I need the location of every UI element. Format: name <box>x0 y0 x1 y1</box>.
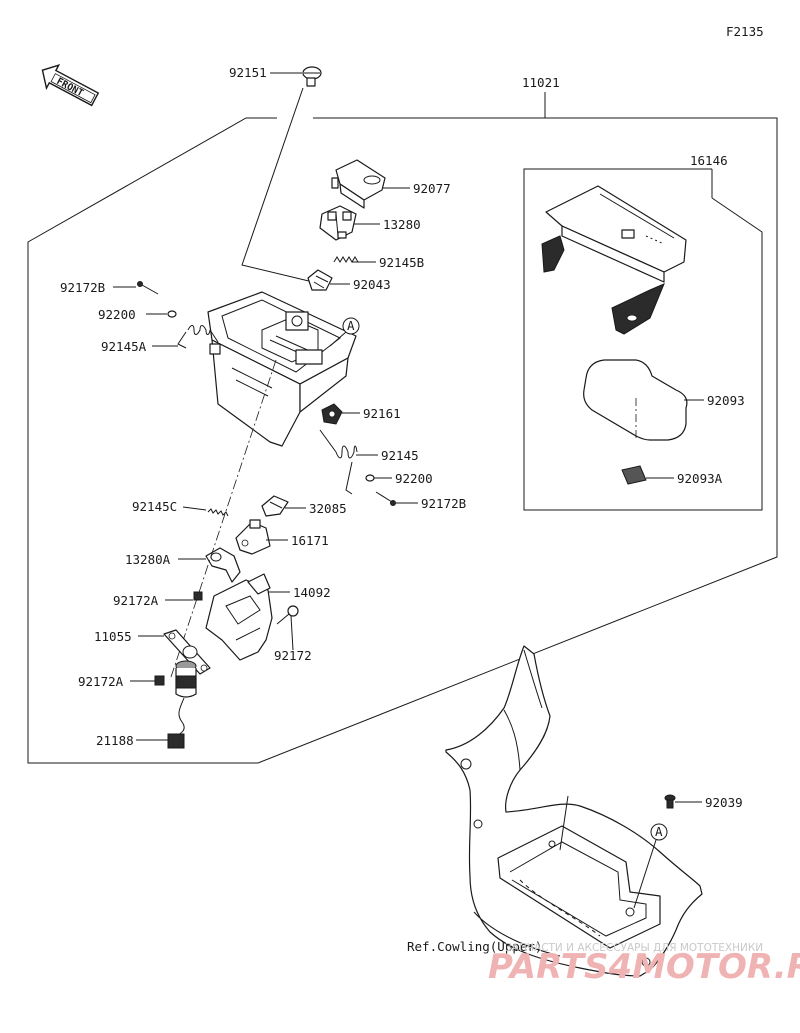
label-92043: 92043 <box>353 277 391 292</box>
sub-assembly-number-label: 16146 <box>690 153 728 168</box>
spring-92145B-icon <box>333 256 359 263</box>
label-92161: 92161 <box>363 406 401 421</box>
clip-32085-icon <box>261 495 289 517</box>
front-arrow-icon: FRONT <box>41 64 100 107</box>
assembly-number-label: 11021 <box>522 75 560 90</box>
label-92200-mid: 92200 <box>395 471 433 486</box>
latch-13280-icon <box>319 205 357 241</box>
label-92145B: 92145B <box>379 255 424 270</box>
actuator-21188-icon <box>167 660 197 749</box>
clip-92039-icon <box>664 794 676 809</box>
screw-92172B-top-icon <box>137 281 159 295</box>
cowling-upper-icon <box>445 645 703 977</box>
callout-a-marker-cowling <box>650 823 668 841</box>
label-92145C: 92145C <box>132 499 177 514</box>
label-92093: 92093 <box>707 393 745 408</box>
label-92093A: 92093A <box>677 471 723 486</box>
label-92172A-bottom: 92172A <box>78 674 124 689</box>
callout-a-label: A <box>347 318 355 333</box>
main-housing-icon <box>207 291 357 447</box>
cap-92077-icon <box>331 159 386 209</box>
callout-a-marker <box>342 317 360 335</box>
label-92145A: 92145A <box>101 339 147 354</box>
label-92172: 92172 <box>274 648 312 663</box>
sub-assembly-frame <box>523 168 763 511</box>
label-92039: 92039 <box>705 795 743 810</box>
label-92200-top: 92200 <box>98 307 136 322</box>
screw-92172B-mid-icon <box>375 491 396 506</box>
lid-16146-icon <box>541 185 687 335</box>
label-11055: 11055 <box>94 629 132 644</box>
label-92172B-mid: 92172B <box>421 496 466 511</box>
bolt-92151-icon <box>302 66 322 87</box>
label-92077: 92077 <box>413 181 451 196</box>
label-13280: 13280 <box>383 217 421 232</box>
label-21188: 21188 <box>96 733 134 748</box>
bushing-92161-icon <box>321 403 343 425</box>
lever-16171-icon <box>235 519 271 555</box>
screw-92172A-top-icon <box>193 591 203 601</box>
hook-13280A-icon <box>205 547 241 583</box>
callout-a-label-cowling: A <box>655 824 663 839</box>
watermark-line1: ЗАПЧАСТИ И АКСЕССУАРЫ ДЛЯ МОТОТЕХНИКИ <box>505 942 763 954</box>
spring-92145C-icon <box>207 508 229 517</box>
label-92145: 92145 <box>381 448 419 463</box>
bracket-14092-icon <box>205 573 273 661</box>
pin-92043-icon <box>307 269 333 291</box>
watermark-line2: PARTS4MOTOR.RU <box>488 947 800 987</box>
screw-92172A-bottom-icon <box>154 675 165 686</box>
center-line <box>169 359 277 681</box>
spring-92145-icon <box>319 429 358 495</box>
washer-92200-mid-icon <box>365 474 375 482</box>
label-92172B-top: 92172B <box>60 280 105 295</box>
label-14092: 14092 <box>293 585 331 600</box>
label-92172A-top: 92172A <box>113 593 159 608</box>
label-92151: 92151 <box>229 65 267 80</box>
washer-92200-top-icon <box>167 310 177 318</box>
screw-92172-icon <box>276 605 299 625</box>
label-13280A: 13280A <box>125 552 171 567</box>
figure-code: F2135 <box>726 24 764 39</box>
assembly-frame <box>27 92 778 764</box>
spring-92145A-icon <box>177 325 219 349</box>
pad-92093-icon <box>583 359 688 441</box>
reference-note: Ref.Cowling(Upper) <box>407 939 542 954</box>
label-16171: 16171 <box>291 533 329 548</box>
pad-92093A-icon <box>621 465 647 485</box>
label-32085: 32085 <box>309 501 347 516</box>
